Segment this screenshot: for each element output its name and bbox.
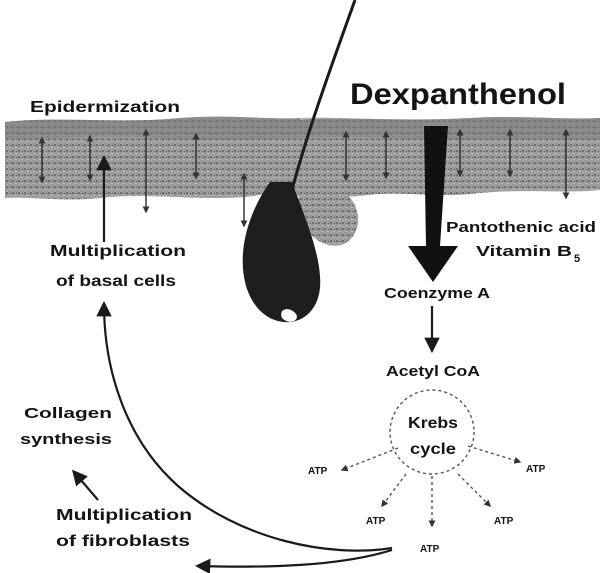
diagram-title: Dexpanthenol xyxy=(350,78,566,111)
multiplication-basal-label-2: of basal cells xyxy=(56,273,176,290)
fibroblast-to-collagen-arrow xyxy=(74,472,98,500)
pantothenic-acid-label: Pantothenic acid xyxy=(446,219,596,236)
atp-label-left: ATP xyxy=(308,466,328,477)
atp-arrows xyxy=(342,446,520,526)
krebs-label: Krebs xyxy=(408,415,458,432)
multiplication-basal-label-1: Multiplication xyxy=(50,243,186,260)
vitamin-b-label: Vitamin B xyxy=(476,243,572,260)
atp-label-right: ATP xyxy=(526,464,546,475)
skin-upper-band xyxy=(5,117,600,140)
acetyl-coa-label: Acetyl CoA xyxy=(386,363,480,380)
multiplication-fibro-label-1: Multiplication xyxy=(56,507,192,524)
atp-label-bottom-left: ATP xyxy=(366,516,386,527)
synthesis-label: synthesis xyxy=(20,431,112,448)
curve-to-fibroblast-arrow xyxy=(198,550,392,567)
multiplication-fibro-label-2: of fibroblasts xyxy=(56,533,190,550)
epidermization-label: Epidermization xyxy=(30,99,180,116)
coenzyme-a-label: Coenzyme A xyxy=(384,285,490,302)
krebs-cycle-ring xyxy=(390,390,474,474)
atp-label-bottom: ATP xyxy=(420,544,440,555)
atp-label-bottom-right: ATP xyxy=(494,516,514,527)
vitamin-b-subscript: 5 xyxy=(574,253,580,265)
cycle-label: cycle xyxy=(410,441,456,458)
collagen-label: Collagen xyxy=(24,405,112,422)
